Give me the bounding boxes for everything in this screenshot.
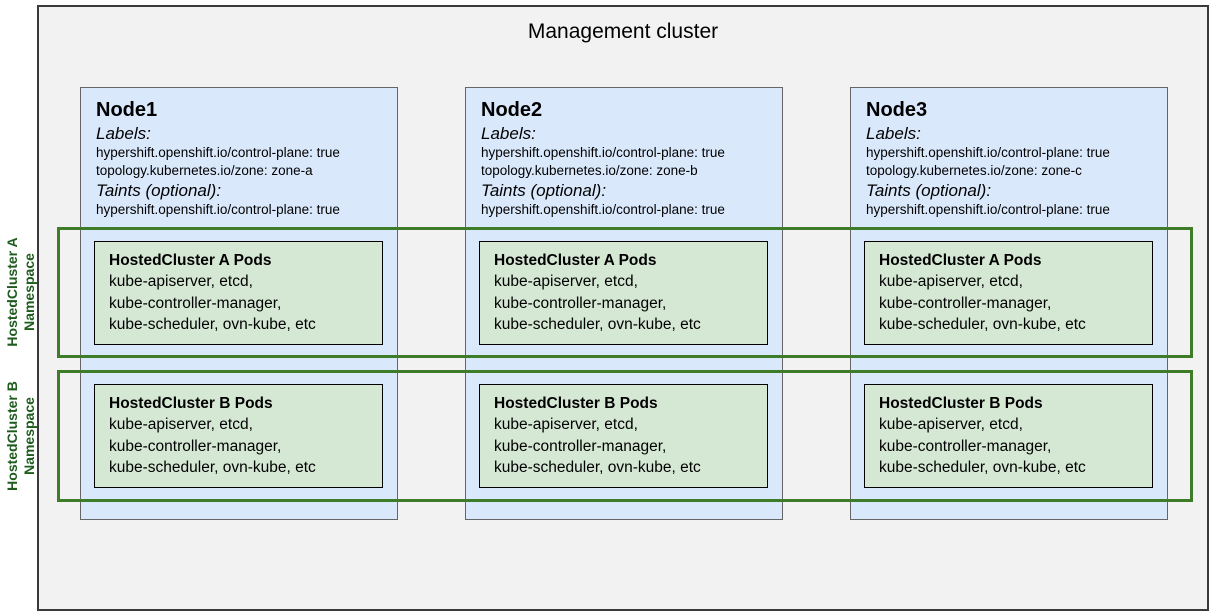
node2-hostedcluster-a-pods-box: HostedCluster A Pods kube-apiserver, etc… [479, 241, 768, 345]
pods-line: kube-controller-manager, [879, 294, 1052, 312]
pods-line: kube-scheduler, ovn-kube, etc [879, 459, 1086, 476]
hostedcluster-b-namespace-band [57, 370, 1193, 502]
pods-title: HostedCluster B Pods [879, 395, 1043, 412]
pods-line: kube-apiserver, etcd, [879, 416, 1023, 433]
pods-line: kube-apiserver, etcd, [879, 273, 1023, 290]
pods-title: HostedCluster B Pods [109, 395, 273, 412]
node2-label-line: topology.kubernetes.io/zone: zone-b [481, 163, 698, 178]
node1-label-line: hypershift.openshift.io/control-plane: t… [96, 145, 340, 160]
pods-line: kube-apiserver, etcd, [109, 273, 253, 290]
node3-hostedcluster-a-pods-box: HostedCluster A Pods kube-apiserver, etc… [864, 241, 1153, 345]
node1-label-line: topology.kubernetes.io/zone: zone-a [96, 163, 313, 178]
pods-title: HostedCluster A Pods [109, 252, 272, 269]
pods-line: kube-controller-manager, [494, 294, 667, 312]
pods-line: kube-scheduler, ovn-kube, etc [494, 316, 701, 333]
node1-box: Node1 Labels: hypershift.openshift.io/co… [80, 87, 398, 520]
hostedcluster-b-namespace-label: HostedCluster B Namespace [4, 356, 44, 516]
pods-line: kube-controller-manager, [879, 437, 1052, 455]
node2-labels-heading: Labels: [481, 124, 536, 143]
pods-line: kube-scheduler, ovn-kube, etc [109, 316, 316, 333]
pods-title: HostedCluster A Pods [494, 252, 657, 269]
hostedcluster-a-namespace-label: HostedCluster A Namespace [4, 212, 44, 372]
node2-hostedcluster-b-pods-box: HostedCluster B Pods kube-apiserver, etc… [479, 384, 768, 488]
namespace-label-line: Namespace [21, 397, 37, 475]
node2-taints-heading: Taints (optional): [481, 181, 607, 200]
node2-title: Node2 [481, 99, 543, 121]
node1-hostedcluster-a-pods-box: HostedCluster A Pods kube-apiserver, etc… [94, 241, 383, 345]
node2-label-line: hypershift.openshift.io/control-plane: t… [481, 145, 725, 160]
pods-line: kube-scheduler, ovn-kube, etc [109, 459, 316, 476]
node1-hostedcluster-b-pods-box: HostedCluster B Pods kube-apiserver, etc… [94, 384, 383, 488]
node1-taints-heading: Taints (optional): [96, 181, 222, 200]
namespace-label-line: HostedCluster A [4, 237, 20, 347]
pods-title: HostedCluster A Pods [879, 252, 1042, 269]
diagram-title: Management cluster [527, 20, 719, 43]
hostedcluster-a-namespace-band [57, 227, 1193, 358]
node2-taint-line: hypershift.openshift.io/control-plane: t… [481, 202, 725, 217]
node1-labels-heading: Labels: [96, 124, 151, 143]
namespace-label-line: HostedCluster B [4, 381, 20, 491]
node3-labels-heading: Labels: [866, 124, 921, 143]
pods-line: kube-apiserver, etcd, [109, 416, 253, 433]
node3-taint-line: hypershift.openshift.io/control-plane: t… [866, 202, 1110, 217]
pods-line: kube-controller-manager, [494, 437, 667, 455]
node1-title: Node1 [96, 99, 158, 121]
pods-line: kube-scheduler, ovn-kube, etc [494, 459, 701, 476]
pods-line: kube-scheduler, ovn-kube, etc [879, 316, 1086, 333]
pods-line: kube-apiserver, etcd, [494, 416, 638, 433]
pods-line: kube-apiserver, etcd, [494, 273, 638, 290]
pods-line: kube-controller-manager, [109, 437, 282, 455]
pods-title: HostedCluster B Pods [494, 395, 658, 412]
node3-hostedcluster-b-pods-box: HostedCluster B Pods kube-apiserver, etc… [864, 384, 1153, 488]
node3-box: Node3 Labels: hypershift.openshift.io/co… [850, 87, 1168, 520]
node3-label-line: topology.kubernetes.io/zone: zone-c [866, 163, 1082, 178]
node3-taints-heading: Taints (optional): [866, 181, 992, 200]
node2-box: Node2 Labels: hypershift.openshift.io/co… [465, 87, 783, 520]
namespace-label-line: Namespace [21, 253, 37, 331]
node3-title: Node3 [866, 99, 928, 121]
pods-line: kube-controller-manager, [109, 294, 282, 312]
node1-taint-line: hypershift.openshift.io/control-plane: t… [96, 202, 340, 217]
node3-label-line: hypershift.openshift.io/control-plane: t… [866, 145, 1110, 160]
